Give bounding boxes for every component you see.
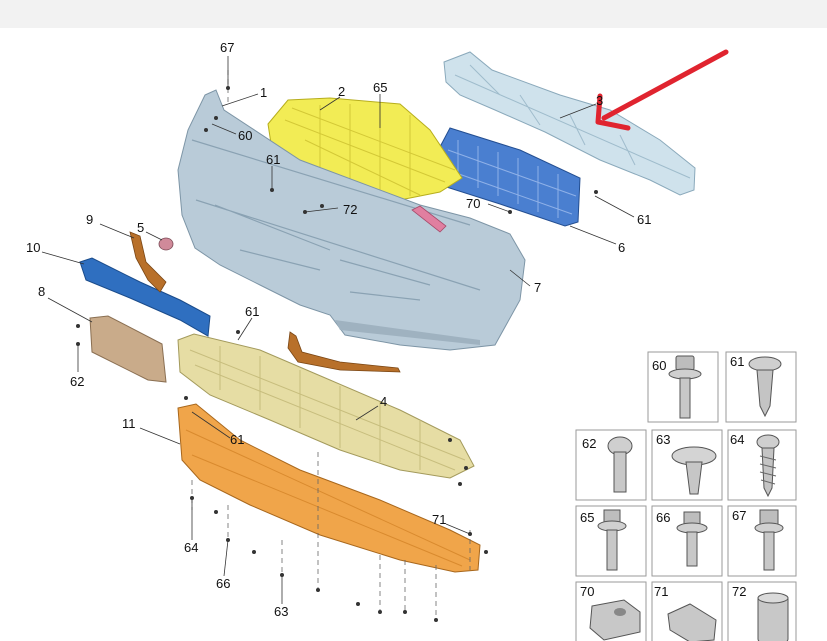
callout-4: 4 xyxy=(380,394,387,409)
fastener-dots xyxy=(76,86,598,622)
clip-71-icon xyxy=(667,603,717,641)
copper-trim-right-part xyxy=(287,331,401,373)
svg-text:71: 71 xyxy=(654,584,668,599)
exploded-view-svg: 67 1 2 65 3 60 61 72 70 61 6 9 5 10 7 8 … xyxy=(26,40,797,641)
callout-62: 62 xyxy=(70,374,84,389)
svg-text:60: 60 xyxy=(652,358,666,373)
screw-64-icon xyxy=(756,434,780,498)
svg-text:62: 62 xyxy=(582,436,596,451)
bumper-cover-part xyxy=(177,89,526,351)
callout-labels: 67 1 2 65 3 60 61 72 70 61 6 9 5 10 7 8 … xyxy=(26,40,651,619)
callout-1: 1 xyxy=(260,85,267,100)
legend-tile-64: 64 xyxy=(727,429,797,501)
legend-tile-67: 67 xyxy=(727,505,797,577)
svg-text:66: 66 xyxy=(656,510,670,525)
callout-5: 5 xyxy=(137,220,144,235)
nut-70-icon xyxy=(589,599,641,641)
callout-66: 66 xyxy=(216,576,230,591)
impact-beam-part xyxy=(443,51,696,196)
leader-lines xyxy=(41,56,635,604)
callout-60: 60 xyxy=(238,128,252,143)
callout-6: 6 xyxy=(618,240,625,255)
copper-trim-left-part xyxy=(129,231,167,293)
callout-71: 71 xyxy=(432,512,446,527)
legend-tile-62: 62 xyxy=(575,429,647,501)
bolt-65-icon xyxy=(597,509,627,571)
legend-tile-65: 65 xyxy=(575,505,647,577)
small-bracket-part xyxy=(411,205,447,233)
svg-text:63: 63 xyxy=(656,432,670,447)
sensor-part xyxy=(158,237,174,251)
svg-text:65: 65 xyxy=(580,510,594,525)
callout-8: 8 xyxy=(38,284,45,299)
svg-text:64: 64 xyxy=(730,432,744,447)
plate-bracket-part xyxy=(89,315,167,383)
callout-61-upper: 61 xyxy=(266,152,280,167)
callout-7: 7 xyxy=(534,280,541,295)
clip-63-icon xyxy=(671,446,717,495)
callout-11: 11 xyxy=(122,416,136,431)
svg-text:72: 72 xyxy=(732,584,746,599)
callout-61-right: 61 xyxy=(637,212,651,227)
callout-2: 2 xyxy=(338,84,345,99)
callout-70: 70 xyxy=(466,196,480,211)
callout-3: 3 xyxy=(596,93,603,108)
legend-tile-61: 61 xyxy=(725,351,797,423)
assembly-guides xyxy=(191,70,471,620)
nut-72-icon xyxy=(757,592,789,641)
callout-9: 9 xyxy=(86,212,93,227)
legend-tile-72: 72 xyxy=(727,581,797,641)
callout-63: 63 xyxy=(274,604,288,619)
svg-text:61: 61 xyxy=(730,354,744,369)
parts-diagram: 67 1 2 65 3 60 61 72 70 61 6 9 5 10 7 8 … xyxy=(0,28,827,641)
lower-shield-part xyxy=(177,333,475,479)
screw-61-icon xyxy=(748,356,782,418)
callout-67: 67 xyxy=(220,40,234,55)
lower-spoiler-part xyxy=(177,403,481,573)
legend-tile-63: 63 xyxy=(651,429,723,501)
fastener-legend: 60 61 62 63 xyxy=(575,351,797,641)
legend-tile-70: 70 xyxy=(575,581,647,641)
callout-10: 10 xyxy=(26,240,40,255)
legend-tile-71: 71 xyxy=(651,581,723,641)
red-pointer-arrow xyxy=(595,49,729,131)
screw-62-icon xyxy=(607,436,633,493)
callout-72: 72 xyxy=(343,202,357,217)
bolt-66-icon xyxy=(676,511,708,567)
svg-text:67: 67 xyxy=(732,508,746,523)
bolt-60-icon xyxy=(668,355,702,419)
chrome-strip-part xyxy=(79,257,211,337)
callout-61-mid: 61 xyxy=(245,304,259,319)
svg-text:70: 70 xyxy=(580,584,594,599)
legend-tile-66: 66 xyxy=(651,505,723,577)
callout-61-lower: 61 xyxy=(230,432,244,447)
callout-65: 65 xyxy=(373,80,387,95)
window-top-bar xyxy=(0,0,827,28)
callout-64: 64 xyxy=(184,540,198,555)
grille-part xyxy=(431,127,581,227)
legend-tile-60: 60 xyxy=(647,351,719,423)
bolt-67-icon xyxy=(754,509,784,571)
